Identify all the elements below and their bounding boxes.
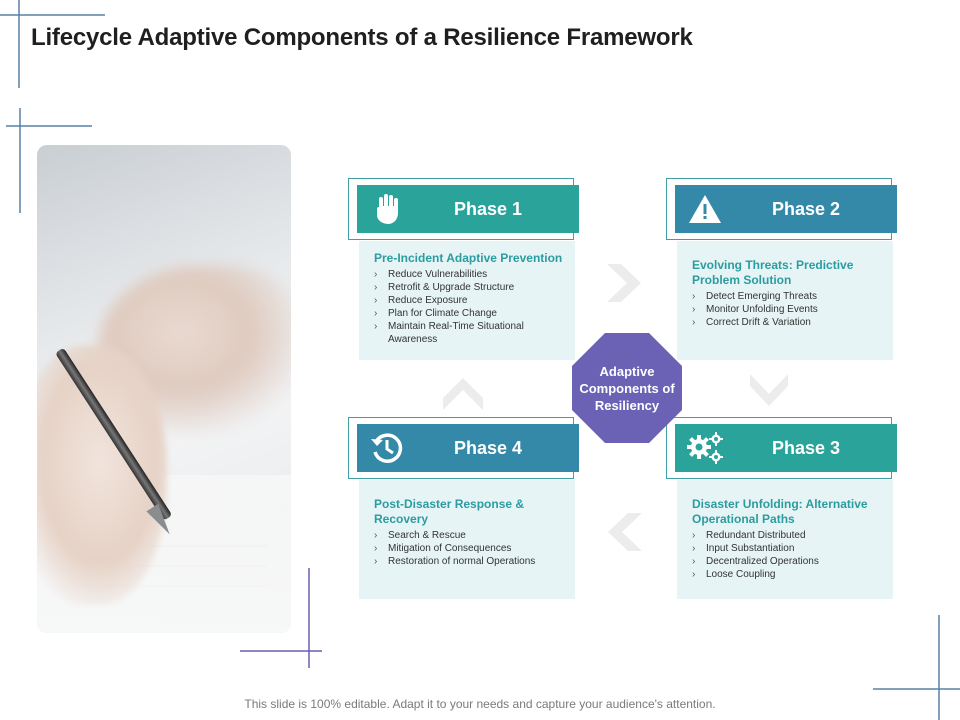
list-item: Plan for Climate Change (374, 307, 565, 320)
history-clock-icon (357, 430, 417, 466)
phase-3-panel: Disaster Unfolding: Alternative Operatio… (677, 480, 893, 599)
decorative-line (6, 125, 92, 127)
chevron-down-icon (750, 374, 788, 406)
list-item: Monitor Unfolding Events (692, 303, 883, 316)
list-item: Reduce Vulnerabilities (374, 268, 565, 281)
list-item: Decentralized Operations (692, 555, 883, 568)
phase-4-frame: Phase 4 (348, 417, 579, 479)
slide-title: Lifecycle Adaptive Components of a Resil… (31, 24, 693, 51)
phase-1-header: Phase 1 (357, 185, 579, 233)
hand-writing-photo (37, 145, 291, 633)
phase-1-label: Phase 1 (453, 198, 523, 219)
list-item: Restoration of normal Operations (374, 555, 565, 568)
phase-2-header: Phase 2 (675, 185, 897, 233)
phase-2-label: Phase 2 (771, 198, 841, 219)
warning-icon (675, 194, 735, 224)
phase-1-frame: Phase 1 (348, 178, 579, 240)
decorative-line (240, 650, 322, 652)
decorative-line (18, 0, 20, 88)
decorative-line (938, 615, 940, 720)
phase-4-label: Phase 4 (453, 437, 523, 458)
list-item: Detect Emerging Threats (692, 290, 883, 303)
center-octagon: Adaptive Components of Resiliency (572, 333, 682, 443)
phase-3-header: Phase 3 (675, 424, 897, 472)
list-item: Retrofit & Upgrade Structure (374, 281, 565, 294)
phase-4-header: Phase 4 (357, 424, 579, 472)
chevron-up-icon (443, 378, 483, 410)
list-item: Search & Rescue (374, 529, 565, 542)
phase-4-panel: Post-Disaster Response & Recovery Search… (359, 480, 575, 599)
hand-stop-icon (357, 193, 417, 225)
phase-1-panel: Pre-Incident Adaptive Prevention Reduce … (359, 241, 575, 360)
decorative-line (308, 568, 310, 668)
phase-3-frame: Phase 3 (666, 417, 897, 479)
list-item: Reduce Exposure (374, 294, 565, 307)
footer-note: This slide is 100% editable. Adapt it to… (244, 697, 716, 711)
chevron-right-icon (607, 264, 641, 302)
list-item: Loose Coupling (692, 568, 883, 581)
decorative-line (873, 688, 960, 690)
phase-4-heading: Post-Disaster Response & Recovery (374, 497, 525, 526)
phase-3-heading: Disaster Unfolding: Alternative Operatio… (692, 497, 868, 526)
decorative-line (19, 108, 21, 213)
list-item: Correct Drift & Variation (692, 316, 883, 329)
gears-icon (675, 431, 735, 465)
list-item: Mitigation of Consequences (374, 542, 565, 555)
list-item: Redundant Distributed (692, 529, 883, 542)
phase-1-heading: Pre-Incident Adaptive Prevention (374, 251, 563, 265)
center-label: Adaptive Components of Resiliency (579, 363, 675, 413)
list-item: Maintain Real-Time Situational Awareness (374, 320, 538, 346)
phase-3-label: Phase 3 (771, 437, 841, 458)
phase-2-frame: Phase 2 (666, 178, 897, 240)
chevron-left-icon (608, 513, 642, 551)
phase-2-panel: Evolving Threats: Predictive Problem Sol… (677, 241, 893, 360)
phase-2-heading: Evolving Threats: Predictive Problem Sol… (692, 258, 854, 287)
decorative-line (0, 14, 105, 16)
list-item: Input Substantiation (692, 542, 883, 555)
